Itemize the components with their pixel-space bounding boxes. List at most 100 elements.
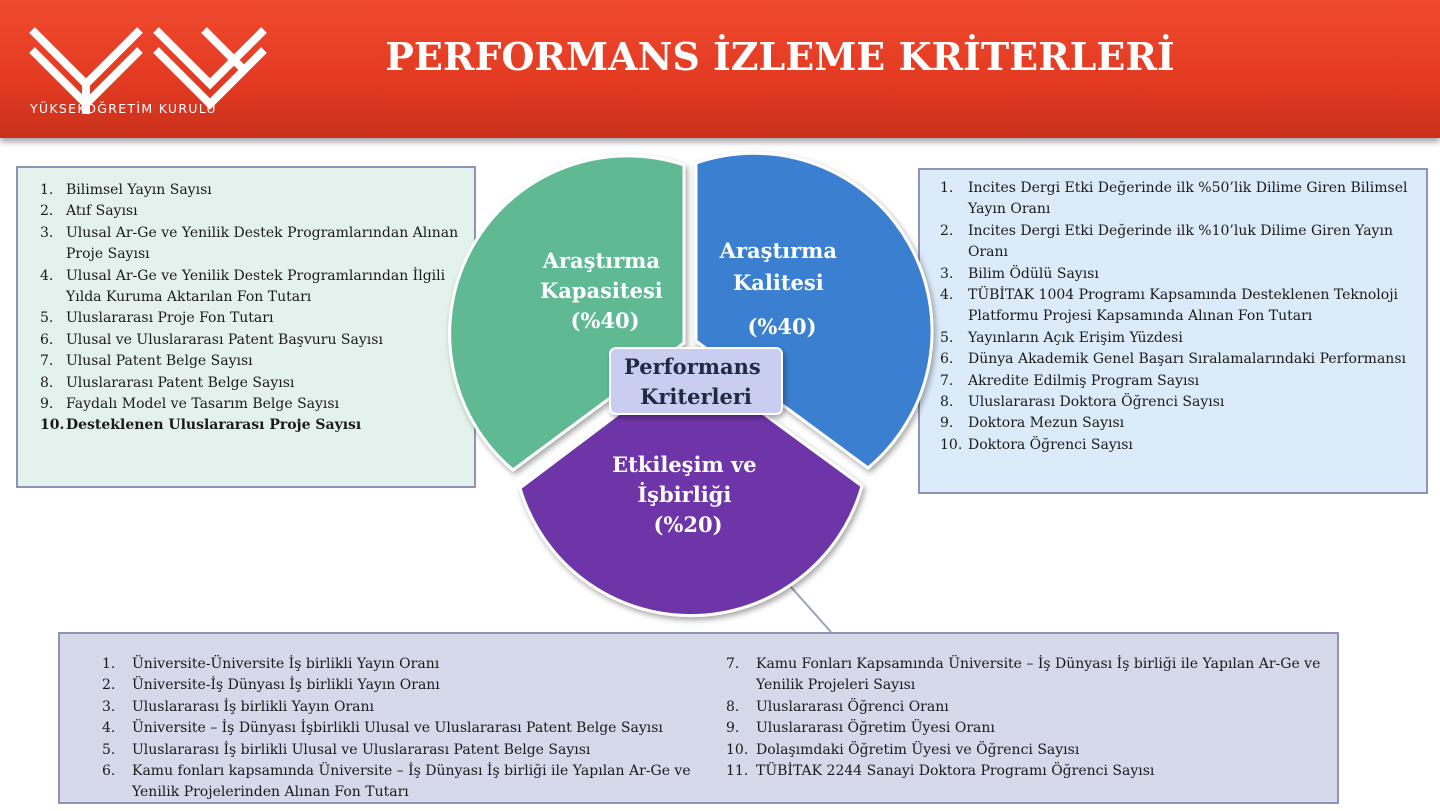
criteria-item: 9.Doktora Mezun Sayısı	[940, 413, 1428, 434]
criteria-item-number: 8.	[40, 374, 54, 391]
criteria-item: 1. Üniversite-Üniversite İş birlikli Yayı…	[102, 654, 742, 675]
criteria-item-text: Bilimsel Yayın Sayısı	[66, 182, 212, 198]
criteria-item: 6. Ulusal ve Uluslararası Patent Başvuru …	[40, 330, 460, 351]
criteria-item-number: 2.	[940, 222, 954, 239]
criteria-item: 3. Ulusal Ar-Ge ve Yenilik Destek Program…	[40, 223, 460, 266]
criteria-item: 7.Ulusal Patent Belge Sayısı	[40, 351, 460, 372]
criteria-item: 1.Bilimsel Yayın Sayısı	[40, 180, 460, 201]
criteria-item: 8. Uluslararası Doktora Öğrenci Sayısı	[940, 392, 1428, 413]
quality-segment	[694, 151, 934, 470]
criteria-item-number: 4.	[102, 720, 116, 737]
criteria-item-text: TÜBİTAK 1004 Programı Kapsamında Destekl…	[968, 287, 1399, 325]
criteria-item-text: Dünya Akademik Genel Başarı Sıralamaları…	[968, 351, 1406, 368]
criteria-item-number: 5.	[940, 329, 954, 346]
criteria-item-number: 6.	[940, 351, 954, 368]
criteria-item: 10. Doktora Öğrenci Sayısı	[940, 435, 1428, 456]
quality-criteria-panel: 1. Incites Dergi Etki Değerinde ilk %50’l…	[918, 168, 1428, 494]
center-box	[609, 347, 783, 415]
criteria-item-text: TÜBİTAK 2244 Sanayi Doktora Programı Öğr…	[756, 763, 1155, 780]
criteria-item: 5.Yayınların Açık Erişim Yüzdesi	[940, 328, 1428, 349]
criteria-item: 10. Dolaşımdaki Öğretim Üyesi ve Öğrenci …	[726, 740, 1338, 761]
capacity-segment	[448, 154, 686, 472]
criteria-item-number: 5.	[102, 741, 116, 758]
criteria-item-text: Uluslararası Doktora Öğrenci Sayısı	[968, 394, 1225, 411]
header-bar: YÜKSEKÖĞRETİM KURULU PERFORMANS İZLEME K…	[0, 0, 1440, 138]
criteria-item-text: Kamu Fonları Kapsamında Üniversite – İş …	[756, 656, 1321, 694]
criteria-item-text: Ulusal Ar-Ge ve Yenilik Destek Programla…	[66, 224, 459, 263]
criteria-item-text: Ulusal Ar-Ge ve Yenilik Destek Programla…	[66, 267, 446, 306]
criteria-item-number: 10.	[940, 436, 963, 453]
criteria-item: 9. Uluslararası Öğretim Üyesi Oranı	[726, 718, 1338, 739]
criteria-item-text: Kamu fonları kapsamında Üniversite – İş …	[132, 763, 691, 801]
criteria-item-text: Uluslararası Öğrenci Oranı	[756, 698, 949, 715]
criteria-item-number: 8.	[726, 698, 740, 715]
criteria-item: 2. Incites Dergi Etki Değerinde ilk %10’l…	[940, 221, 1428, 264]
criteria-item-text: Uluslararası İş birlikli Yayın Oranı	[132, 698, 374, 715]
criteria-item-text: Akredite Edilmiş Program Sayısı	[968, 372, 1200, 389]
criteria-item-text: Üniversite-Üniversite İş birlikli Yayın …	[132, 656, 440, 672]
interaction-criteria-panel: 1. Üniversite-Üniversite İş birlikli Yayı…	[58, 632, 1339, 804]
criteria-item-number: 11.	[726, 763, 749, 780]
criteria-item-text: Ulusal ve Uluslararası Patent Başvuru Sa…	[66, 331, 383, 348]
criteria-item: 10.Desteklenen Uluslararası Proje Sayısı	[40, 415, 460, 436]
criteria-item: 3. Bilim Ödülü Sayısı	[940, 264, 1428, 285]
criteria-item: 3. Uluslararası İş birlikli Yayın Oranı	[102, 697, 742, 718]
criteria-item: 8. Uluslararası Patent Belge Sayısı	[40, 373, 460, 394]
quality-segment-label: Araştırma Kalitesi (%40)	[719, 238, 845, 339]
criteria-item: 4. Üniversite – İş Dünyası İşbirlikli Ulu…	[102, 718, 742, 739]
criteria-item-text: Dolaşımdaki Öğretim Üyesi ve Öğrenci Say…	[756, 741, 1080, 758]
criteria-item-number: 3.	[40, 224, 54, 241]
criteria-item-number: 10.	[726, 741, 749, 758]
yok-logo-icon	[29, 27, 267, 114]
criteria-item-text: Uluslararası İş birlikli Ulusal ve Ulusl…	[132, 741, 591, 758]
interaction-connector-line	[773, 567, 832, 633]
criteria-item: 2. Üniversite-İş Dünyası İş birlikli Yayı…	[102, 675, 742, 696]
criteria-item: 4. TÜBİTAK 1004 Programı Kapsamında Deste…	[940, 285, 1428, 328]
criteria-item-text: Faydalı Model ve Tasarım Belge Sayısı	[66, 396, 340, 413]
criteria-item-number: 3.	[102, 698, 116, 715]
criteria-item: 1. Incites Dergi Etki Değerinde ilk %50’l…	[940, 178, 1428, 221]
criteria-item-number: 8.	[940, 394, 954, 411]
capacity-connector-line	[475, 293, 495, 309]
criteria-item-text: Bilim Ödülü Sayısı	[968, 265, 1099, 282]
criteria-item-number: 6.	[40, 331, 54, 348]
quality-connector-line	[881, 265, 919, 287]
criteria-item-text: Doktora Mezun Sayısı	[968, 415, 1125, 432]
criteria-item-number: 4.	[40, 267, 54, 284]
criteria-item-text: Uluslararası Patent Belge Sayısı	[66, 374, 295, 391]
criteria-item: 5. Uluslararası İş birlikli Ulusal ve Ulu…	[102, 740, 742, 761]
criteria-item: 7.Akredite Edilmiş Program Sayısı	[940, 371, 1428, 392]
criteria-item: 7. Kamu Fonları Kapsamında Üniversite – İ…	[726, 654, 1338, 697]
criteria-item-number: 1.	[940, 180, 954, 196]
criteria-item-number: 2.	[40, 203, 54, 220]
criteria-item-number: 4.	[940, 287, 954, 304]
criteria-item-number: 9.	[726, 720, 740, 737]
criteria-item-number: 10.	[40, 417, 65, 434]
criteria-item: 11. TÜBİTAK 2244 Sanayi Doktora Programı …	[726, 761, 1338, 782]
page-title: PERFORMANS İZLEME KRİTERLERİ	[385, 34, 1175, 79]
criteria-item-number: 3.	[940, 265, 954, 282]
interaction-segment-label: Etkileşim ve İşbirliği (%20)	[612, 452, 764, 537]
criteria-item: 4. Ulusal Ar-Ge ve Yenilik Destek Program…	[40, 266, 460, 309]
quality-criteria-list: 1. Incites Dergi Etki Değerinde ilk %50’l…	[940, 178, 1428, 456]
interaction-criteria-list-second: 7. Kamu Fonları Kapsamında Üniversite – İ…	[726, 654, 1338, 782]
criteria-item-number: 1.	[102, 656, 116, 672]
criteria-item: 6. Dünya Akademik Genel Başarı Sıralamala…	[940, 349, 1428, 370]
criteria-item: 9.Faydalı Model ve Tasarım Belge Sayısı	[40, 394, 460, 415]
criteria-item-text: Desteklenen Uluslararası Proje Sayısı	[66, 417, 362, 434]
criteria-item-text: Doktora Öğrenci Sayısı	[968, 436, 1133, 453]
criteria-item-text: Incites Dergi Etki Değerinde ilk %10’luk…	[968, 222, 1393, 261]
criteria-item-text: Üniversite-İş Dünyası İş birlikli Yayın …	[132, 677, 440, 694]
criteria-item-number: 7.	[726, 656, 740, 672]
criteria-item-number: 2.	[102, 677, 116, 694]
criteria-item-text: Incites Dergi Etki Değerinde ilk %50’lik…	[968, 180, 1408, 218]
criteria-item: 5.Uluslararası Proje Fon Tutarı	[40, 308, 460, 329]
criteria-item-number: 7.	[40, 353, 54, 370]
capacity-segment-label: Araştırma Kapasitesi (%40)	[540, 248, 670, 333]
criteria-item-number: 5.	[40, 310, 54, 327]
criteria-item: 6.Kamu fonları kapsamında Üniversite – İ…	[102, 761, 742, 804]
criteria-item-text: Üniversite – İş Dünyası İşbirlikli Ulusa…	[132, 720, 663, 737]
criteria-item-text: Uluslararası Öğretim Üyesi Oranı	[756, 720, 995, 737]
